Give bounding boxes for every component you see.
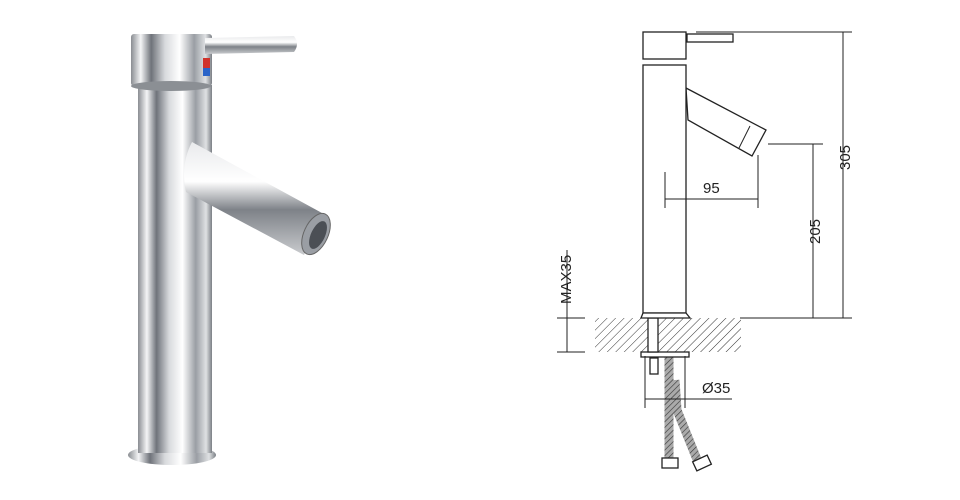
water-hose xyxy=(670,379,703,464)
dimension-95: 95 xyxy=(703,180,720,197)
countertop xyxy=(595,318,741,352)
technical-drawing: 305 205 95 MAX35 Ø35 xyxy=(557,31,854,472)
faucet-photo xyxy=(128,34,331,465)
dimension-305: 305 xyxy=(837,145,854,170)
drawing-lever xyxy=(686,33,734,43)
dimension-max35: MAX35 xyxy=(558,255,575,304)
faucet-cap xyxy=(131,34,212,86)
dimension-205: 205 xyxy=(807,219,824,244)
faucet-spout xyxy=(184,142,322,255)
drawing-spout xyxy=(685,86,767,157)
hot-indicator xyxy=(203,58,210,68)
faucet-body xyxy=(138,85,212,453)
faucet-lever xyxy=(205,36,297,54)
mounting-bolt xyxy=(649,357,659,375)
cold-indicator xyxy=(203,68,210,76)
dimension-diameter-35: Ø35 xyxy=(702,380,730,397)
